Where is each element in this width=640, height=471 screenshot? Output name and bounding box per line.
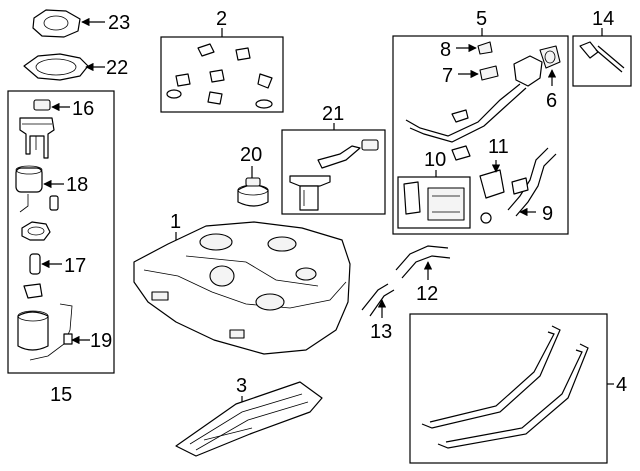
callout-17: 17: [64, 255, 86, 277]
part-20-fitting: 20: [237, 144, 269, 207]
part-15-box: [7, 90, 115, 374]
callout-3: 3: [236, 375, 247, 397]
callout-4: 4: [616, 374, 627, 396]
callout-20: 20: [240, 144, 262, 166]
callout-12: 12: [416, 283, 438, 305]
part-3-heat-shield: 3: [175, 375, 323, 457]
part-12-hose: 12: [395, 245, 451, 305]
callout-16: 16: [72, 98, 94, 120]
part-10-box: [397, 176, 471, 229]
part-2-pad-set: 2: [160, 8, 284, 113]
part-23-gasket: 23: [32, 9, 130, 38]
callout-7: 7: [442, 65, 453, 87]
part-4-tank-straps: 4: [409, 313, 627, 464]
part-1-fuel-tank: 1: [133, 211, 351, 355]
part-14-box: [572, 35, 632, 87]
callout-1: 1: [170, 211, 181, 233]
part-22-lock-ring: 22: [23, 53, 128, 81]
part-4-box: [409, 313, 608, 464]
part-14-strut: 14: [572, 8, 632, 87]
callout-23: 23: [108, 12, 130, 34]
part-21-vent-valve: 21: [281, 103, 386, 215]
callout-14: 14: [592, 8, 614, 30]
callout-2: 2: [216, 8, 227, 30]
part-5-box: [392, 35, 569, 235]
callout-15: 15: [50, 384, 72, 406]
callout-13: 13: [370, 321, 392, 343]
callout-18: 18: [66, 174, 88, 196]
callout-21: 21: [322, 103, 344, 125]
part-5-filler-pipe-group: 5 8 7 6 10 11 9: [392, 8, 569, 235]
part-13-hose: 13: [361, 283, 395, 343]
part-15-fuel-pump-group: 16 18 17 19 15: [7, 90, 115, 406]
callout-9: 9: [542, 203, 553, 225]
callout-22: 22: [106, 57, 128, 79]
callout-19: 19: [90, 330, 112, 352]
callout-5: 5: [476, 8, 487, 30]
callout-8: 8: [440, 39, 451, 61]
callout-11: 11: [488, 136, 509, 158]
callout-10: 10: [424, 149, 446, 171]
callout-6: 6: [546, 90, 557, 112]
